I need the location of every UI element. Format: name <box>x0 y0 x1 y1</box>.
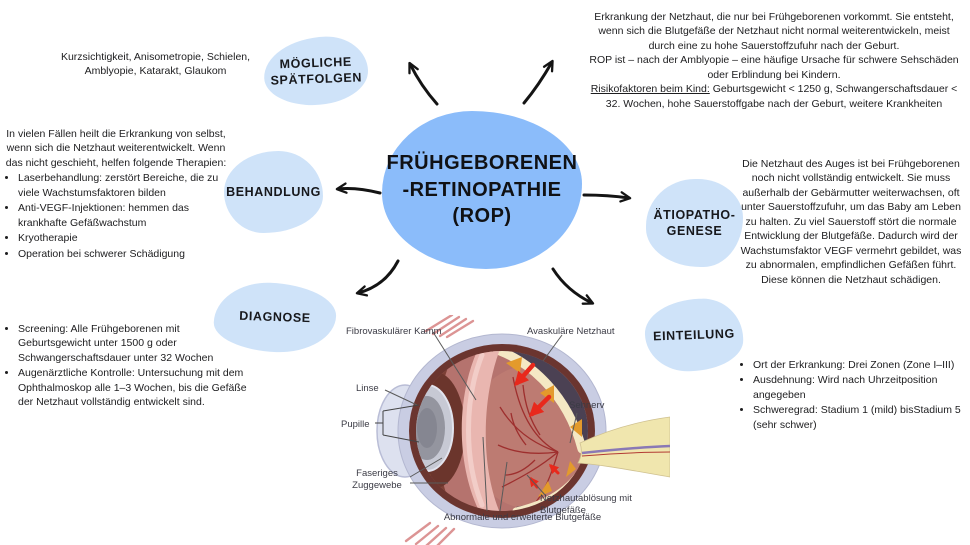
eye-label-connectors <box>384 331 578 512</box>
eye-label-avascular-retina: Avaskuläre Netzhaut <box>527 326 615 337</box>
eye-retinal-vessels <box>497 376 559 510</box>
eye-label-pupil: Pupille <box>341 419 370 430</box>
list-item: Kryotherapie <box>18 231 229 245</box>
definition-paragraph-2: ROP ist – nach der Amblyopie – eine häuf… <box>589 54 959 81</box>
central-topic-title: FRÜHGEBORENEN -RETINOPATHIE (ROP) <box>387 150 578 229</box>
node-blob-behandlung: BEHANDLUNG <box>224 151 323 233</box>
list-item: Augenärztliche Kontrolle: Untersuchung m… <box>18 366 247 409</box>
eye-label-optic-nerve: Sehnerv <box>569 400 605 411</box>
definition-paragraph-1: Erkrankung der Netzhaut, die nur bei Frü… <box>594 11 954 52</box>
central-title-line2: -RETINOPATHIE <box>402 178 562 201</box>
arrow-up-left-icon <box>408 61 439 106</box>
eye-label-fibrovascular-ridge: Fibrovaskulärer Kamm <box>346 326 442 337</box>
eye-optic-nerve <box>577 416 670 478</box>
arrow-down-left-icon <box>355 259 400 297</box>
eye-optic-nerve-artery <box>581 451 670 457</box>
diagnose-bullet-list: Screening: Alle Frühgeborenen mit Geburt… <box>3 322 247 410</box>
eye-muscles <box>404 315 475 545</box>
node-label-behandlung: BEHANDLUNG <box>226 184 321 199</box>
central-title-line3: (ROP) <box>452 205 512 228</box>
central-title-line1: FRÜHGEBORENEN <box>386 152 578 175</box>
eye-label-retinal-detachment: Netzhautablösung mit Blutgefäße <box>540 493 632 516</box>
list-item: Ort der Erkrankung: Drei Zonen (Zone I–I… <box>753 358 966 372</box>
text-definition: Erkrankung der Netzhaut, die nur bei Frü… <box>584 10 964 111</box>
text-einteilung: Ort der Erkrankung: Drei Zonen (Zone I–I… <box>738 357 966 433</box>
arrow-down-right-icon <box>551 267 595 305</box>
node-label-aetiopathogenese: ÄTIOPATHO-GENESE <box>653 207 736 238</box>
node-blob-spaetfolgen: MÖGLICHE SPÄTFOLGEN <box>262 35 370 107</box>
eye-pupil-bracket <box>375 404 420 443</box>
eye-optic-nerve-vessel <box>581 444 670 455</box>
arrow-up-right-icon <box>522 59 554 105</box>
eye-label-fibrous-tissue: Faseriges Zuggewebe <box>352 468 402 491</box>
text-diagnose: Screening: Alle Frühgeborenen mit Geburt… <box>3 321 247 411</box>
list-item: Schweregrad: Stadium 1 (mild) bisStadium… <box>753 403 966 432</box>
text-spaetfolgen: Kurzsichtigkeit, Anisometropie, Schielen… <box>60 51 251 78</box>
node-blob-aetiopathogenese: ÄTIOPATHO-GENESE <box>646 179 743 267</box>
arrow-right-icon <box>582 191 632 203</box>
text-aetiopathogenese: Die Netzhaut des Auges ist bei Frühgebor… <box>740 158 962 286</box>
arrow-left-icon <box>335 182 382 195</box>
list-item: Laserbehandlung: zerstört Bereiche, die … <box>18 171 229 200</box>
list-item: Ausdehnung: Wird nach Uhrzeitposition an… <box>753 373 966 402</box>
definition-paragraph-risk: Risikofaktoren beim Kind: Geburtsgewicht… <box>584 82 964 111</box>
behandlung-intro: In vielen Fällen heilt die Erkrankung vo… <box>5 128 227 169</box>
risk-factors-text: Geburtsgewicht < 1250 g, Schwangerschaft… <box>605 83 958 110</box>
list-item: Screening: Alle Frühgeborenen mit Geburt… <box>18 322 247 365</box>
behandlung-bullet-list: Laserbehandlung: zerstört Bereiche, die … <box>3 171 229 261</box>
node-label-spaetfolgen: MÖGLICHE SPÄTFOLGEN <box>270 54 363 88</box>
eye-label-abnormal-vessels: Abnormale und erweiterte Blutgefäße <box>443 512 602 523</box>
text-behandlung: In vielen Fällen heilt die Erkrankung vo… <box>3 127 229 262</box>
eye-ridge-highlight <box>466 352 485 508</box>
einteilung-bullet-list: Ort der Erkrankung: Drei Zonen (Zone I–I… <box>738 358 966 432</box>
list-item: Operation bei schwerer Schädigung <box>18 247 229 261</box>
eye-avascular-wedges <box>506 357 582 497</box>
eye-illustration <box>375 315 670 545</box>
eye-label-lens: Linse <box>356 383 379 394</box>
risk-factors-underlined: Risikofaktoren beim Kind: <box>590 83 710 96</box>
central-topic-blob: FRÜHGEBORENEN -RETINOPATHIE (ROP) <box>382 111 582 269</box>
list-item: Anti-VEGF-Injektionen: hemmen das krankh… <box>18 201 229 230</box>
